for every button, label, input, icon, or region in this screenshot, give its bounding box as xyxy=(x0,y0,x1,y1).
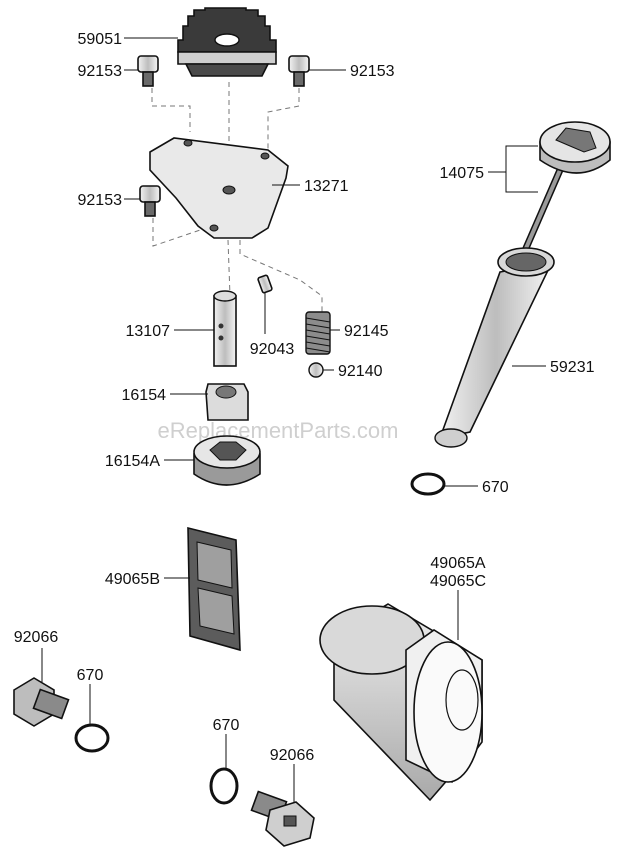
gear-part xyxy=(177,7,277,77)
bolt-top-right-part xyxy=(288,55,310,87)
pump-cover-plate-part xyxy=(149,137,289,239)
callout-13271: 13271 xyxy=(304,178,349,195)
dipstick-part xyxy=(516,121,611,264)
inner-rotor-part xyxy=(205,383,249,421)
oring-left-part xyxy=(74,723,110,753)
callout-92066-left: 92066 xyxy=(14,629,59,646)
callout-59231: 59231 xyxy=(550,359,595,376)
callout-13107: 13107 xyxy=(126,323,171,340)
oring-tube-part xyxy=(410,472,446,496)
drain-plug-bottom-part xyxy=(250,790,315,847)
callout-16154A: 16154A xyxy=(105,453,160,470)
callout-59051: 59051 xyxy=(78,31,123,48)
alignment-lines xyxy=(151,82,323,312)
callout-92140: 92140 xyxy=(338,363,383,380)
callout-92066-bottom: 92066 xyxy=(270,747,315,764)
outer-rotor-part xyxy=(193,435,261,486)
pin-part xyxy=(257,274,273,294)
callout-92145: 92145 xyxy=(344,323,389,340)
oil-filler-tube-part xyxy=(434,247,555,448)
oring-bottom-part xyxy=(209,767,239,805)
callout-49065C: 49065C xyxy=(430,573,486,590)
callout-49065A: 49065A xyxy=(430,555,485,572)
callout-49065B: 49065B xyxy=(105,571,160,588)
callout-92043: 92043 xyxy=(250,341,295,358)
callout-670-left: 670 xyxy=(77,667,104,684)
callout-92153-mid: 92153 xyxy=(78,192,123,209)
spring-part xyxy=(305,311,331,355)
callout-92153-top-right: 92153 xyxy=(350,63,395,80)
callout-16154: 16154 xyxy=(122,387,167,404)
callout-labels: 59051 92153 92153 92153 13271 14075 1310… xyxy=(14,31,595,764)
oil-strainer-part xyxy=(187,526,241,652)
callout-92153-top-left: 92153 xyxy=(78,63,123,80)
callout-670-bottom: 670 xyxy=(213,717,240,734)
bolt-mid-part xyxy=(139,185,161,217)
drain-plug-left-part xyxy=(13,677,70,727)
leader-lines xyxy=(41,37,546,802)
oil-filter-part xyxy=(319,603,483,802)
pump-shaft-part xyxy=(213,290,237,367)
bolt-top-left-part xyxy=(137,55,159,87)
callout-14075: 14075 xyxy=(440,165,485,182)
callout-670-tube: 670 xyxy=(482,479,509,496)
watermark: eReplacementParts.com xyxy=(158,418,399,443)
ball-part xyxy=(308,362,324,378)
